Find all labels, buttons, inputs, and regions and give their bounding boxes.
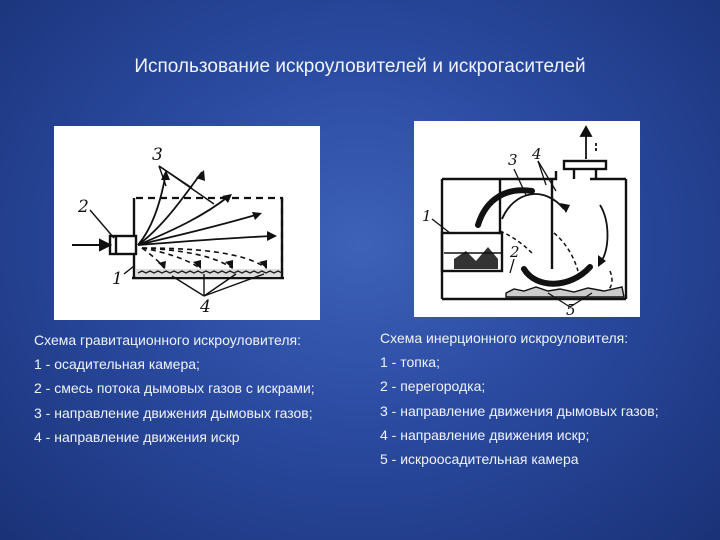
label-leaders	[431, 160, 593, 308]
gravitational-diagram-svg: 3 2 1 4	[72, 145, 284, 317]
caption-line: 5 - искроосадительная камера	[380, 451, 579, 468]
gas-flow-arrowheads	[161, 170, 277, 241]
label-4: 4	[531, 145, 542, 163]
inertial-caption: Схема инерционного искроуловителя: 1 - т…	[380, 326, 715, 471]
spark-collector-curve	[521, 264, 593, 287]
caption-line: 4 - направление движения искр;	[380, 426, 590, 443]
label-1: 1	[112, 269, 123, 289]
chimney-outlet	[562, 159, 608, 179]
slide-title: Использование искроуловителей и искрогас…	[134, 56, 586, 77]
caption-line: 1 - топка;	[380, 354, 440, 371]
inflow-arrow	[72, 238, 113, 252]
furnace-housing	[440, 171, 628, 301]
gravitational-caption: Схема гравитационного искроуловителя: 1 …	[34, 328, 354, 449]
label-1-leader	[123, 265, 135, 275]
caption-line: 2 - перегородка;	[380, 378, 486, 395]
sediment-layer	[136, 269, 283, 277]
gas-deflector	[475, 187, 535, 228]
inlet-pipe	[108, 234, 138, 256]
label-3: 3	[508, 151, 518, 169]
label-3-leaders	[158, 165, 215, 205]
label-5: 5	[566, 301, 576, 317]
gas-flow-lines	[137, 171, 275, 246]
caption-line: 3 - направление движения дымовых газов;	[380, 402, 659, 419]
gas-flow-arrowheads	[560, 203, 606, 267]
label-2: 2	[509, 243, 520, 261]
label-1: 1	[422, 207, 432, 225]
outlet-arrow	[579, 125, 597, 159]
inertial-diagram-svg: 3 4 1 2 5	[422, 125, 628, 317]
caption-line: 3 - направление движения дымовых газов;	[34, 404, 313, 421]
caption-line: 4 - направление движения искр	[34, 428, 240, 445]
gravitational-spark-arrester-diagram: 3 2 1 4	[54, 126, 320, 320]
label-3: 3	[152, 145, 163, 165]
label-2: 2	[77, 197, 89, 217]
sediment-layer	[505, 286, 625, 298]
spark-arrowheads	[158, 260, 267, 269]
settling-chamber	[132, 196, 284, 280]
label-2-leader	[89, 209, 115, 239]
caption-line: 2 - смесь потока дымовых газов с искрами…	[34, 380, 315, 397]
caption-heading: Схема инерционного искроуловителя:	[380, 330, 629, 346]
caption-line: 1 - осадительная камера;	[34, 356, 200, 373]
inertial-spark-arrester-diagram: 3 4 1 2 5	[414, 121, 640, 317]
furnace-fire	[444, 247, 502, 269]
label-4: 4	[199, 297, 211, 317]
label-4-leaders	[171, 273, 265, 297]
caption-heading: Схема гравитационного искроуловителя:	[34, 332, 302, 348]
